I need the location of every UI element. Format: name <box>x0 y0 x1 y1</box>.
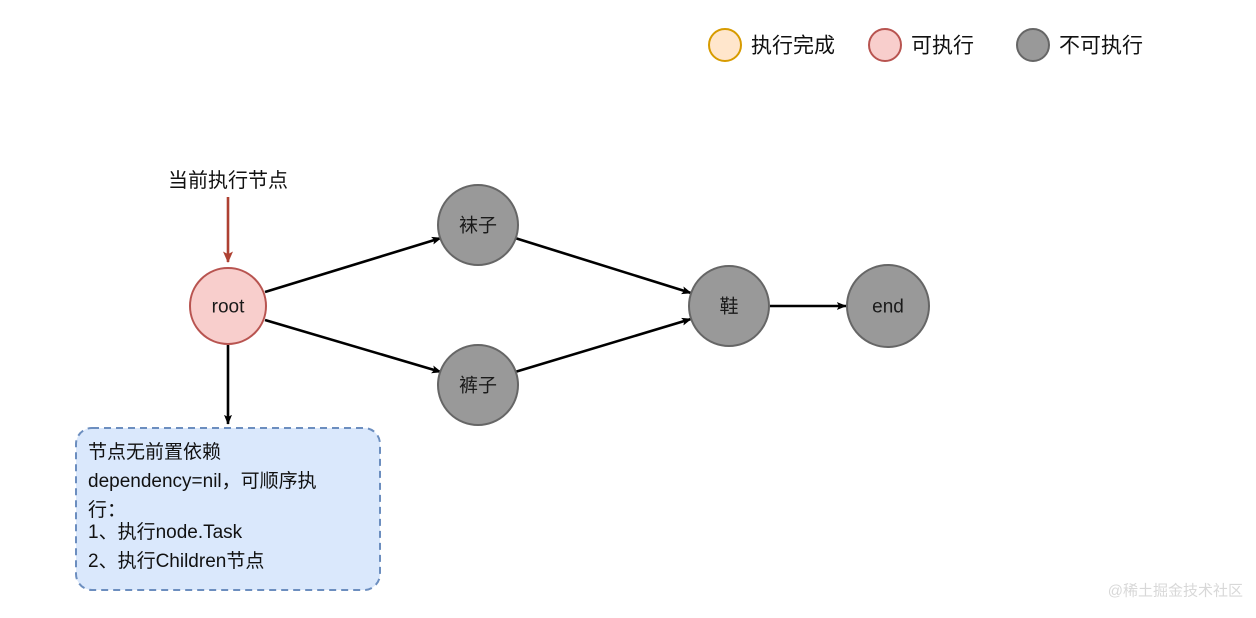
node-end[interactable]: end <box>846 264 930 348</box>
edge-group <box>224 236 847 425</box>
edge-pants-to-shoes <box>514 317 692 374</box>
current-node-label: 当前执行节点 <box>168 169 288 192</box>
note-box-frame <box>75 427 381 591</box>
legend-item-completed: 执行完成 <box>708 28 835 62</box>
edge-root-to-socks <box>264 236 442 294</box>
node-end-circle[interactable] <box>846 264 930 348</box>
legend-swatch-not-runnable <box>1016 28 1050 62</box>
node-socks-label: 袜子 <box>459 215 497 237</box>
current-node-pointer: 当前执行节点 <box>168 169 288 263</box>
node-pants-label: 裤子 <box>459 375 497 397</box>
legend-item-runnable: 可执行 <box>868 28 974 62</box>
node-end-label: end <box>872 297 904 318</box>
note-line-5: 2、执行Children节点 <box>88 550 264 572</box>
node-root[interactable]: root <box>189 267 267 345</box>
legend-label-completed: 执行完成 <box>751 35 835 58</box>
edge-root-to-pants <box>264 318 442 374</box>
node-socks[interactable]: 袜子 <box>437 184 519 266</box>
edge-socks-to-shoes <box>514 236 692 295</box>
note-line-2: dependency=nil，可顺序执 <box>88 470 317 492</box>
node-root-label: root <box>212 297 245 318</box>
note-line-1: 节点无前置依赖 <box>88 441 221 463</box>
legend-label-not-runnable: 不可执行 <box>1059 35 1143 58</box>
node-socks-circle[interactable] <box>437 184 519 266</box>
legend-item-not-runnable: 不可执行 <box>1016 28 1143 62</box>
node-root-circle[interactable] <box>189 267 267 345</box>
watermark: @稀土掘金技术社区 <box>1108 583 1243 600</box>
node-shoes[interactable]: 鞋 <box>688 265 770 347</box>
legend-label-runnable: 可执行 <box>911 35 974 58</box>
note-line-4: 1、执行node.Task <box>88 521 243 543</box>
note-line-3: 行： <box>88 499 126 521</box>
node-pants-circle[interactable] <box>437 344 519 426</box>
node-pants[interactable]: 裤子 <box>437 344 519 426</box>
node-shoes-circle[interactable] <box>688 265 770 347</box>
legend: 执行完成 可执行 不可执行 <box>708 28 1143 62</box>
note-box: 节点无前置依赖 dependency=nil，可顺序执 行： 1、执行node.… <box>75 427 381 591</box>
legend-swatch-runnable <box>868 28 902 62</box>
legend-swatch-completed <box>708 28 742 62</box>
node-shoes-label: 鞋 <box>719 296 738 318</box>
